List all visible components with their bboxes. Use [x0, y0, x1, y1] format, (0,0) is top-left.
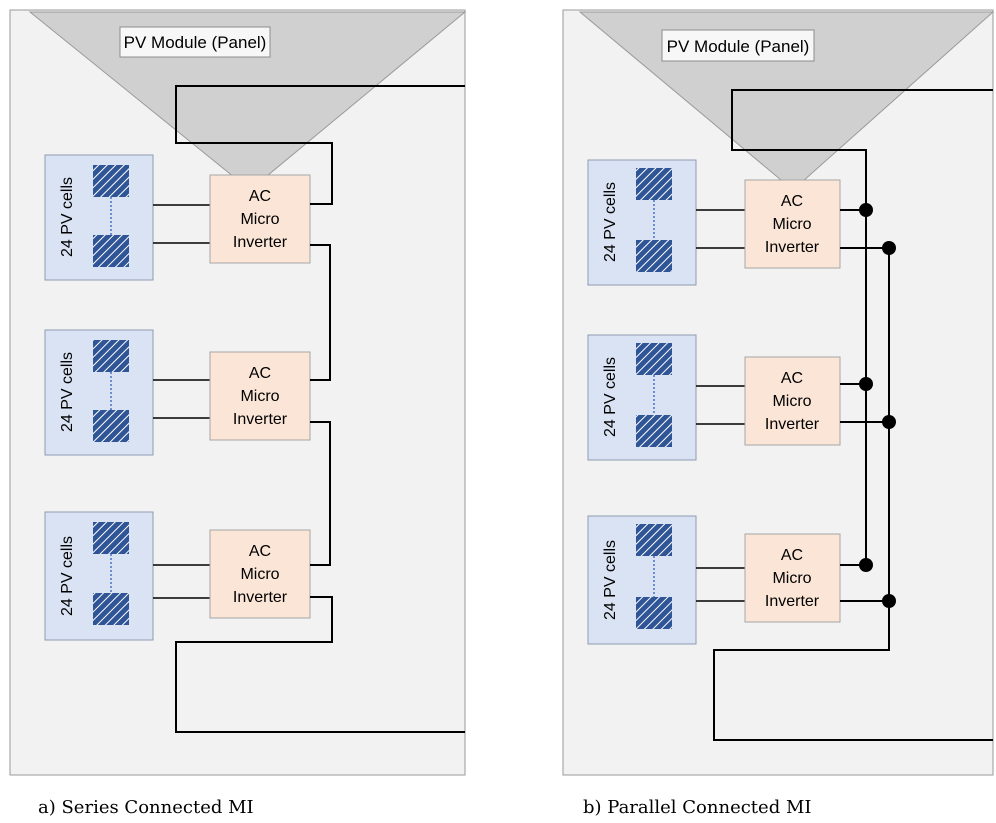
parallel-unit-2: 24 PV cells AC Micro Inverter [587, 334, 841, 461]
pv-cell [93, 593, 129, 625]
inverter-line: AC [781, 193, 803, 210]
inverter-line: AC [781, 370, 803, 387]
pv-cells-label: 24 PV cells [602, 182, 619, 262]
micro-inverter [209, 174, 311, 264]
series-diagram: PV Module (Panel) 24 PV cells AC Micro I… [9, 9, 467, 818]
pv-cell [93, 522, 129, 554]
series-module-label-box [119, 26, 271, 58]
inverter-line: Micro [240, 211, 279, 228]
inverter-line: Micro [772, 216, 811, 233]
ac-bus-line-2 [713, 248, 993, 741]
micro-inverter [744, 356, 841, 446]
junction-node [859, 558, 873, 572]
series-unit-2: 24 PV cells AC Micro Inverter [44, 329, 311, 456]
micro-inverter [209, 351, 311, 441]
pv-cell [636, 524, 672, 556]
pv-cells-label: 24 PV cells [59, 536, 76, 616]
ac-return-wire [175, 596, 465, 733]
inverter-line: Micro [772, 570, 811, 587]
junction-node [859, 203, 873, 217]
pv-cell [93, 235, 129, 267]
parallel-unit-1: 24 PV cells AC Micro Inverter [587, 159, 841, 286]
pv-cells-label: 24 PV cells [602, 540, 619, 620]
inverter-line: Micro [240, 388, 279, 405]
pv-cell [93, 165, 129, 197]
series-unit-3: 24 PV cells AC Micro Inverter [44, 511, 311, 641]
micro-inverter [744, 179, 841, 269]
inverter-line: AC [781, 547, 803, 564]
inverter-line: Inverter [765, 416, 820, 433]
parallel-module-label-box [661, 29, 815, 62]
series-link-wire [310, 244, 331, 381]
pv-cells-label: 24 PV cells [602, 357, 619, 437]
inverter-line: Micro [240, 566, 279, 583]
pv-cell [636, 168, 672, 200]
inverter-line: Micro [772, 393, 811, 410]
micro-inverter [744, 533, 841, 623]
junction-node [882, 415, 896, 429]
pv-cell [636, 343, 672, 375]
junction-node [882, 241, 896, 255]
inverter-line: Inverter [233, 411, 288, 428]
parallel-module-label: PV Module (Panel) [667, 37, 810, 56]
pv-cell [636, 415, 672, 447]
series-caption: a) Series Connected MI [38, 797, 254, 818]
inverter-line: AC [249, 188, 271, 205]
junction-node [882, 594, 896, 608]
junction-node [859, 377, 873, 391]
pv-cell [636, 597, 672, 629]
inverter-line: Inverter [765, 239, 820, 256]
pv-cell [93, 410, 129, 442]
series-module-label: PV Module (Panel) [124, 33, 267, 52]
parallel-caption: b) Parallel Connected MI [583, 797, 811, 818]
pv-cell [93, 340, 129, 372]
parallel-diagram: PV Module (Panel) 24 PV cells AC Micro I… [562, 9, 995, 818]
inverter-line: Inverter [233, 589, 288, 606]
inverter-line: Inverter [765, 593, 820, 610]
inverter-line: Inverter [233, 234, 288, 251]
parallel-unit-3: 24 PV cells AC Micro Inverter [587, 515, 841, 645]
pv-cell [636, 240, 672, 272]
pv-cells-label: 24 PV cells [59, 352, 76, 432]
series-unit-1: 24 PV cells AC Micro Inverter [44, 154, 311, 281]
ac-output-wire [175, 85, 465, 205]
pv-cells-label: 24 PV cells [59, 177, 76, 257]
inverter-line: AC [249, 543, 271, 560]
micro-inverter [209, 529, 311, 619]
ac-bus-line-1 [731, 89, 993, 565]
inverter-line: AC [249, 365, 271, 382]
series-link-wire [310, 421, 331, 566]
